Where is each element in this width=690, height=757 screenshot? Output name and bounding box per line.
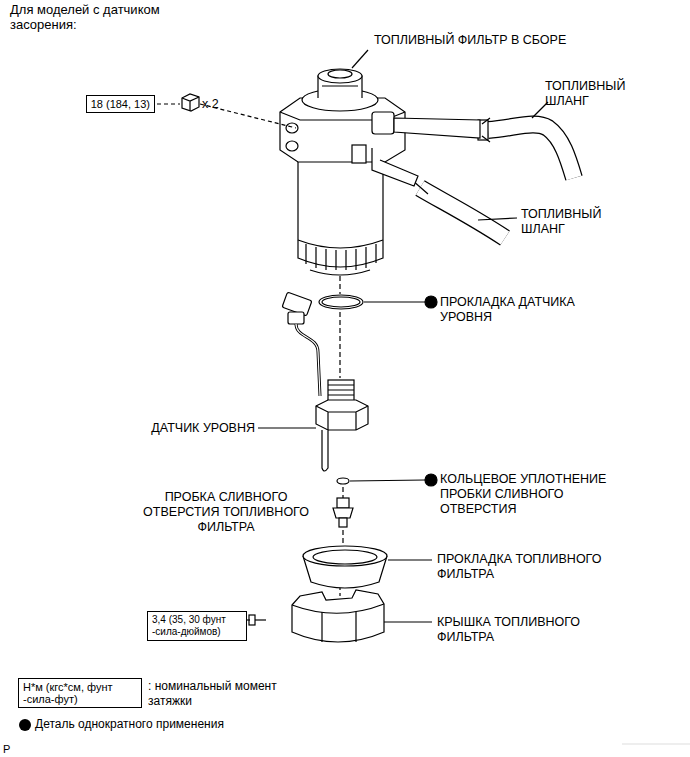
part-label: ТОПЛИВНЫЙ ФИЛЬТР В СБОРЕ <box>374 33 624 48</box>
nut <box>182 94 199 111</box>
filter-gasket <box>303 546 387 588</box>
torque-text: Н*м (кгс*см, фунт -сила-фут) <box>23 681 137 705</box>
screw <box>249 615 266 625</box>
legend-dot-symbol <box>19 719 31 731</box>
part-label: ПРОКЛАДКА ТОПЛИВНОГО ФИЛЬТРА <box>437 552 627 582</box>
torque-text: 18 (184, 13) <box>91 98 150 110</box>
leader-line <box>157 50 548 622</box>
part-label: ПРОБКА СЛИВНОГО ОТВЕРСТИЯ ТОПЛИВНОГО ФИЛ… <box>140 490 312 535</box>
level-sensor <box>282 292 368 471</box>
part-label: КРЫШКА ТОПЛИВНОГО ФИЛЬТРА <box>437 615 617 645</box>
fuel-filter-assembly <box>280 69 480 275</box>
part-label: ТОПЛИВНЫЙ ШЛАНГ <box>545 79 655 109</box>
one-time-part-dot <box>425 296 437 308</box>
part-label: ТОПЛИВНЫЙ ШЛАНГ <box>521 207 631 237</box>
gasket-ring <box>319 295 363 309</box>
part-label: КОЛЬЦЕВОЕ УПЛОТНЕНИЕ ПРОБКИ СЛИВНОГО ОТВ… <box>440 472 618 517</box>
torque-legend-box: Н*м (кгс*см, фунт -сила-фут) <box>18 678 142 708</box>
part-label: ПРОКЛАДКА ДАТЧИКА УРОВНЯ <box>440 295 605 325</box>
quantity-note: x 2 <box>202 97 242 112</box>
one-time-part-dot <box>425 474 437 486</box>
rule <box>622 743 690 744</box>
figure-title: Для моделей с датчиком засорения: <box>10 2 200 32</box>
o-ring <box>337 478 349 484</box>
torque-text: 3,4 (35, 30 фунт -сила-дюймов) <box>152 614 242 638</box>
page-marker: P <box>3 742 23 757</box>
part-label: ДАТЧИК УРОВНЯ <box>90 421 255 436</box>
torque-value-box: 3,4 (35, 30 фунт -сила-дюймов) <box>147 611 247 641</box>
gasket-ring <box>322 297 360 307</box>
drain-plug <box>333 498 353 527</box>
legend-text: Деталь однократного применения <box>35 717 295 732</box>
filter-cover <box>292 590 384 642</box>
torque-value-box: 18 (184, 13) <box>86 95 155 113</box>
legend-text: : номинальный момент затяжки <box>148 679 288 709</box>
